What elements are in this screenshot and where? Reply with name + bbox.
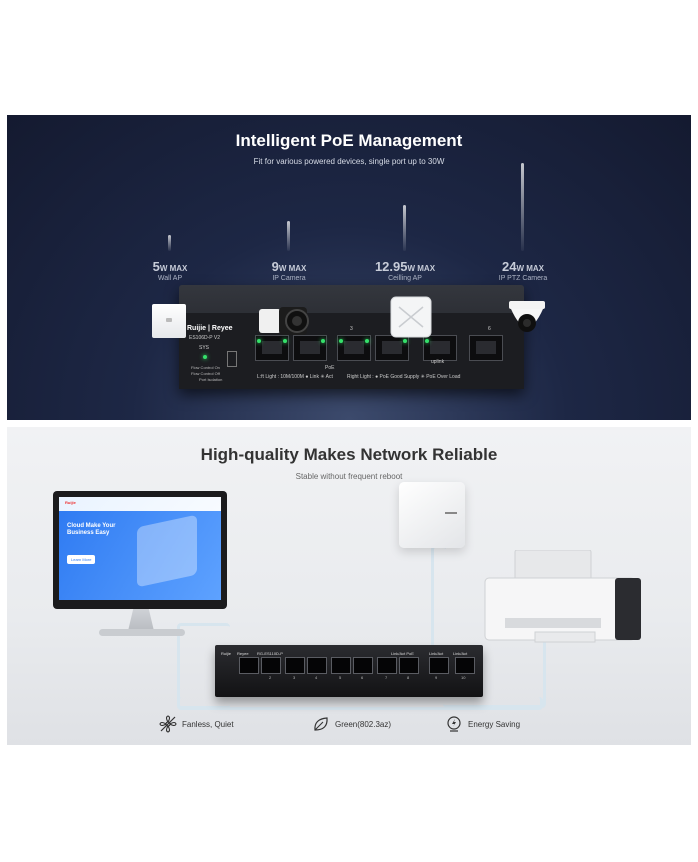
monitor-stand xyxy=(128,609,154,631)
panel-title: Intelligent PoE Management xyxy=(235,131,463,150)
port-led xyxy=(403,339,407,343)
monitor-base xyxy=(99,629,185,636)
printer-device xyxy=(484,550,641,643)
wall-ap-device xyxy=(152,304,186,338)
flow-control-off-label: Flow Control Off xyxy=(191,371,220,376)
port-1 xyxy=(239,657,259,674)
ip-camera-device xyxy=(259,307,309,335)
port-2 xyxy=(293,335,327,361)
panel-title: High-quality Makes Network Reliable xyxy=(200,445,498,464)
ceiling-ap-label: Ceilling AP xyxy=(388,275,422,282)
panel-subtitle: Stable without frequent reboot xyxy=(295,472,403,481)
port-3 xyxy=(285,657,305,674)
port-number: 10 xyxy=(461,675,466,680)
fan-off-icon xyxy=(159,715,177,733)
port-number: 4 xyxy=(315,675,318,680)
power-beam-12w xyxy=(403,205,406,251)
feature-label: Energy Saving xyxy=(468,719,521,729)
port-6 xyxy=(353,657,373,674)
ip-camera-watt: 9W MAX xyxy=(271,259,307,274)
port-led xyxy=(257,339,261,343)
port-number: 9 xyxy=(435,675,438,680)
monitor-screen: Ruijie Cloud Make Your Business Easy Lea… xyxy=(59,497,221,600)
leaf-icon xyxy=(314,717,328,731)
port-4 xyxy=(307,657,327,674)
network-switch: Ruijie Reyee RG-ES110D-P Link/Act PoE Li… xyxy=(215,645,483,697)
cable-to-printer xyxy=(443,601,546,708)
port-7 xyxy=(377,657,397,674)
switch-series: Reyee xyxy=(237,651,249,656)
left-light-legend: L:ft Light : 10M/100M ● Link ✳ Act xyxy=(257,374,333,380)
link-act-label: Link/Act xyxy=(429,651,444,656)
port-isolation-label: Port Isolation xyxy=(199,377,223,382)
port-led xyxy=(425,339,429,343)
screen-headline: Cloud Make Your Business Easy xyxy=(67,523,116,536)
cable-front xyxy=(177,697,543,710)
feature-energy: Energy Saving xyxy=(445,715,520,733)
ceiling-ap-watt: 12.95W MAX xyxy=(374,259,436,274)
port-number: 2 xyxy=(269,675,272,680)
port-number: 3 xyxy=(293,675,296,680)
monitor: Ruijie Cloud Make Your Business Easy Lea… xyxy=(53,491,227,609)
switch-brand: Ruijie xyxy=(221,651,232,656)
poe-management-panel: Intelligent PoE Management Fit for vario… xyxy=(7,115,691,420)
port-6 xyxy=(469,335,503,361)
port-led xyxy=(365,339,369,343)
ptz-camera-watt: 24W MAX xyxy=(501,259,545,274)
feature-label: Green(802.3az) xyxy=(335,719,392,729)
switch-model: ES106D-P V2 xyxy=(189,335,221,341)
reliability-panel: High-quality Makes Network Reliable Stab… xyxy=(7,427,691,745)
feature-label: Fanless, Quiet xyxy=(182,719,234,729)
ip-camera-label: IP Camera xyxy=(272,275,306,282)
dip-switch xyxy=(227,351,237,367)
power-beam-5w xyxy=(168,235,171,251)
feature-green: Green(802.3az) xyxy=(312,715,391,733)
screen-logo: Ruijie xyxy=(65,500,76,505)
learn-more-button: Learn More xyxy=(67,555,96,564)
screen-illustration xyxy=(137,514,197,588)
sys-label: SYS xyxy=(199,345,210,351)
port-number: 5 xyxy=(339,675,342,680)
flow-control-on-label: Flow Control On xyxy=(191,365,220,370)
port-2 xyxy=(261,657,281,674)
link-poe-label: Link/Act PoE xyxy=(391,651,414,656)
port-led xyxy=(321,339,325,343)
ptz-camera-label: IP PTZ Camera xyxy=(498,275,548,282)
wall-ap-label: Wall AP xyxy=(157,275,183,282)
poe-switch: Ruijie | Reyee ES106D-P V2 SYS Flow Cont… xyxy=(179,285,524,389)
port-9 xyxy=(429,657,449,674)
panel-subtitle: Fit for various powered devices, single … xyxy=(253,157,445,166)
switch-model: RG-ES110D-P xyxy=(257,651,283,656)
poe-label: PoE xyxy=(325,365,335,371)
port-8 xyxy=(399,657,419,674)
uplink-label: uplink xyxy=(431,359,445,365)
power-beam-9w xyxy=(287,221,290,251)
port-led xyxy=(283,339,287,343)
ptz-camera-device xyxy=(509,301,545,332)
sys-led xyxy=(203,355,207,359)
port-10 xyxy=(455,657,475,674)
port-number: 8 xyxy=(407,675,410,680)
port-3-number: 3 xyxy=(350,326,353,332)
switch-brand: Ruijie | Reyee xyxy=(187,325,233,332)
port-number: 6 xyxy=(361,675,364,680)
wall-ap-watt: 5W MAX xyxy=(152,259,188,274)
port-number: 7 xyxy=(385,675,388,680)
ceiling-ap-device xyxy=(390,296,432,338)
feature-fanless: Fanless, Quiet xyxy=(159,715,234,733)
right-light-legend: Right Light : ● PoE Good Supply ✳ PoE Ov… xyxy=(347,374,461,380)
ceiling-ap-device xyxy=(399,482,465,548)
port-led xyxy=(339,339,343,343)
port-5 xyxy=(331,657,351,674)
port-6-number: 6 xyxy=(488,326,491,332)
power-beam-24w xyxy=(521,163,524,251)
link-act-label: Link/Act xyxy=(453,651,468,656)
energy-icon xyxy=(447,716,461,732)
